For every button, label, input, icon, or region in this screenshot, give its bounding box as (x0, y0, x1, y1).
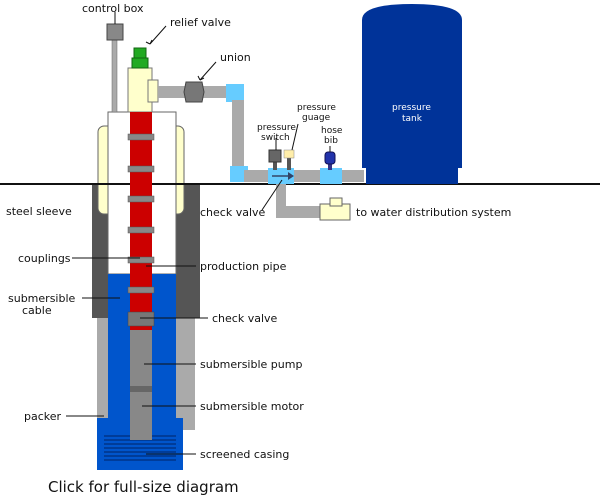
elbow-top (226, 84, 244, 102)
pressure-switch (268, 149, 282, 163)
leader-lines (66, 12, 331, 455)
label-pressure-switch-2: switch (261, 133, 290, 143)
discharge-pipe (158, 86, 188, 98)
label-submersible-cable-2: cable (22, 304, 52, 317)
label-pressure-switch-1: pressure (257, 123, 296, 133)
discharge-pipe-2 (200, 86, 230, 98)
vertical-riser (232, 100, 244, 170)
label-union: union (220, 51, 251, 64)
pressure-switch-stem (273, 160, 277, 170)
distribution-riser (276, 184, 286, 214)
pressure-gauge (283, 149, 295, 159)
label-couplings: couplings (18, 252, 71, 265)
manifold-pipe (244, 170, 364, 182)
label-pressure-tank-1: pressure (392, 103, 431, 113)
flow-arrow-head (288, 172, 294, 180)
hose-bib-stem (328, 162, 332, 170)
pressure-gauge-stem (287, 154, 291, 170)
label-control-box: control box (82, 2, 144, 15)
hose-bib (324, 151, 336, 165)
relief-valve-cap (131, 57, 149, 69)
label-pressure-gauge-1: pressure (297, 103, 336, 113)
label-relief-valve: relief valve (170, 16, 231, 29)
label-check-valve: check valve (212, 312, 278, 325)
pipe-check-valve (127, 311, 155, 327)
union-fitting (183, 81, 205, 103)
label-submersible-motor: submersible motor (200, 400, 304, 413)
label-production-pipe: production pipe (200, 260, 287, 273)
full-size-diagram-link[interactable]: Click for full-size diagram (48, 478, 239, 496)
label-submersible-cable-1: submersible (8, 292, 76, 305)
label-steel-sleeve: steel sleeve (6, 205, 72, 218)
control-box-cable (111, 37, 118, 113)
label-packer: packer (24, 410, 62, 423)
label-pressure-tank-2: tank (402, 114, 423, 124)
production-pipe (130, 112, 152, 330)
label-pressure-gauge-2: guage (302, 113, 331, 123)
elbow-bottom (230, 166, 248, 182)
label-hose-bib-1: hose (321, 126, 343, 136)
label-to-water-distribution: to water distribution system (356, 206, 511, 219)
pressure-tank-base (366, 166, 458, 184)
manifold-tee-2 (320, 168, 342, 184)
screen-slots (104, 435, 176, 461)
label-hose-bib-2: bib (324, 136, 338, 146)
distribution-pipe (276, 206, 322, 218)
submersible-pump (130, 330, 152, 386)
label-screened-casing: screened casing (200, 448, 289, 461)
pump-motor-joint (130, 386, 152, 392)
label-check-valve-top: check valve (200, 206, 266, 219)
pressure-tank (362, 4, 462, 168)
control-box (106, 23, 124, 41)
distribution-valve-top (329, 197, 343, 207)
submersible-motor (130, 392, 152, 440)
pipe-couplings (127, 133, 155, 294)
label-submersible-pump: submersible pump (200, 358, 302, 371)
well-head-tee (147, 79, 159, 103)
